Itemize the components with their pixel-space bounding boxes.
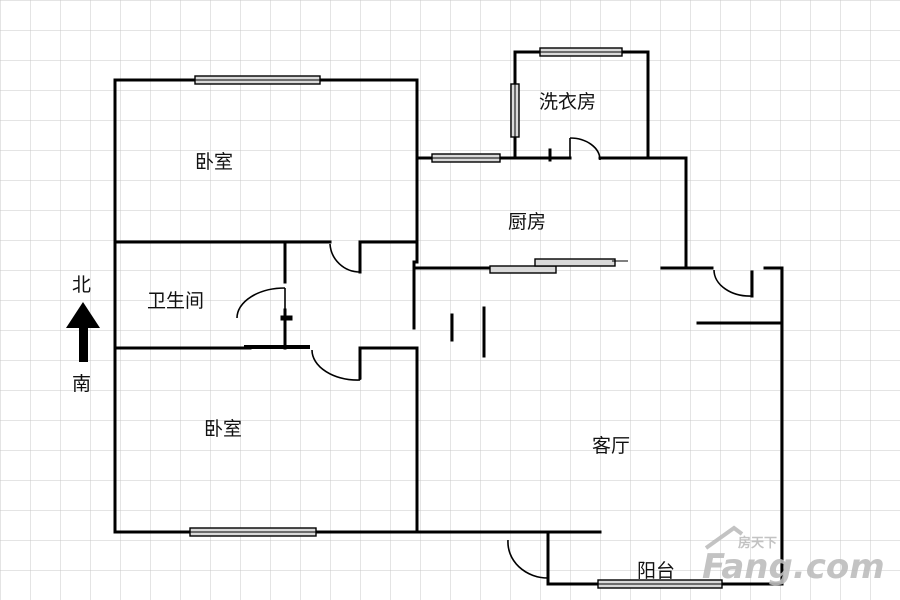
- watermark-roof-icon: [704, 525, 744, 550]
- room-label-bathroom: 卫生间: [147, 290, 204, 312]
- room-label-living-room: 客厅: [592, 435, 630, 457]
- watermark-brand: Fang.com: [702, 547, 885, 587]
- compass-north-label: 北: [72, 274, 91, 296]
- sliding-door-kitchen-b: [534, 258, 616, 267]
- sliding-door-kitchen-a: [489, 265, 557, 274]
- watermark-chinese: 房天下: [738, 535, 777, 551]
- room-label-kitchen: 厨房: [508, 211, 546, 233]
- compass-south-label: 南: [72, 373, 91, 395]
- room-label-bedroom-south: 卧室: [204, 418, 242, 440]
- walls: [113, 50, 784, 586]
- watermark: 房天下 Fang.com: [702, 525, 885, 587]
- room-label-bedroom-north: 卧室: [195, 151, 233, 173]
- room-label-laundry: 洗衣房: [539, 91, 596, 113]
- doors: [236, 137, 753, 579]
- compass-arrow-head-icon: [66, 302, 100, 328]
- compass-arrow-shaft: [79, 320, 88, 362]
- windows: [189, 47, 723, 589]
- room-label-balcony: 阳台: [637, 560, 675, 582]
- compass: 北 南: [66, 274, 100, 395]
